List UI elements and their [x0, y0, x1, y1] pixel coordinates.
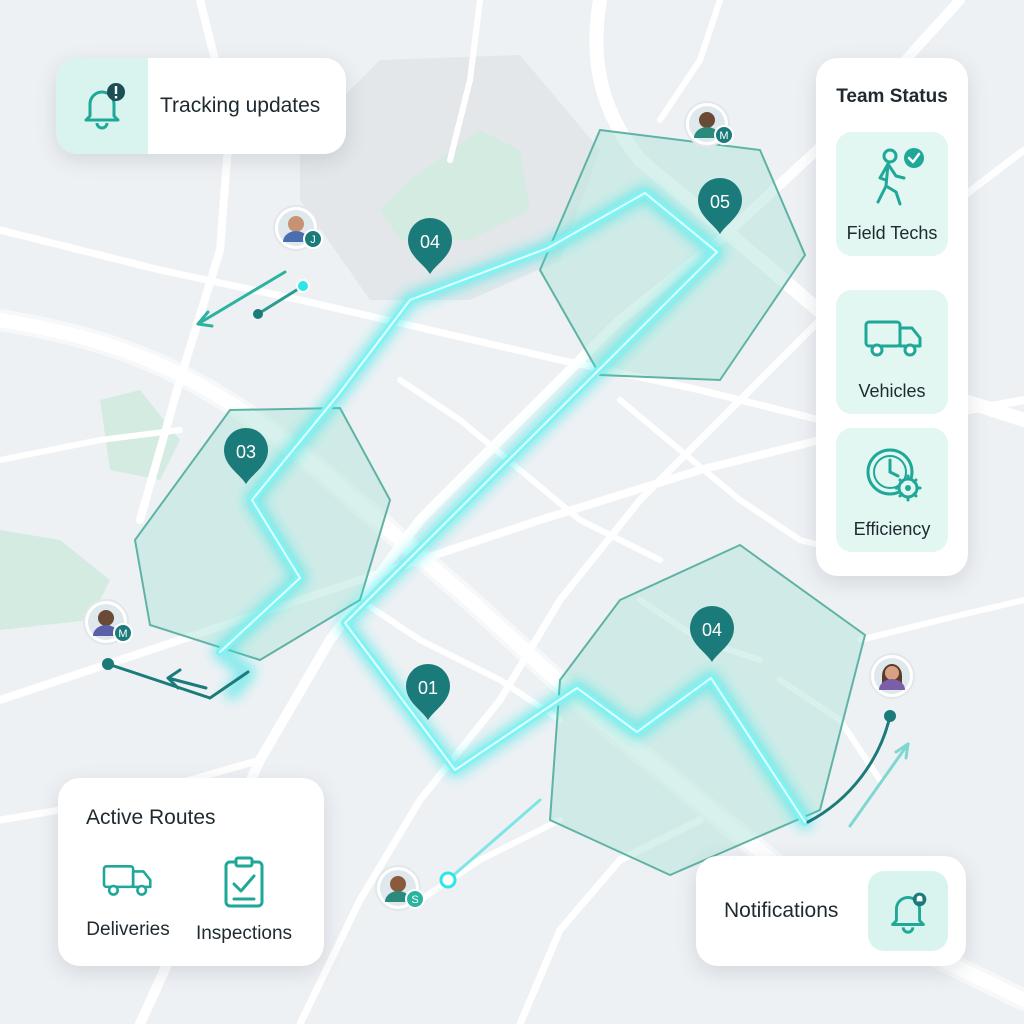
bell-alert-icon: [84, 83, 125, 130]
stop-pin[interactable]: 04: [690, 606, 734, 662]
clock-gear-icon: [866, 448, 922, 502]
tracking-updates-label: Tracking updates: [160, 94, 321, 117]
route-path: [212, 185, 813, 830]
stop-pin-label: 04: [420, 232, 440, 252]
stop-pin-label: 01: [418, 678, 438, 698]
walking-person-check-icon: [876, 148, 924, 206]
team-status-vehicles-label: Vehicles: [858, 381, 926, 401]
trail-dots: [102, 279, 896, 889]
team-status-field-techs-label: Field Techs: [846, 223, 938, 243]
stop-pin[interactable]: 03: [224, 428, 268, 484]
team-member-avatar[interactable]: S: [375, 865, 425, 911]
team-status-efficiency[interactable]: Efficiency: [836, 428, 948, 552]
bell-icon: [891, 892, 927, 934]
active-routes-panel: Active Routes Deliveries Inspections: [58, 778, 324, 966]
truck-icon: [102, 865, 152, 896]
team-member-avatar[interactable]: M: [83, 599, 133, 645]
notifications-card[interactable]: Notifications: [696, 856, 966, 966]
clipboard-check-icon: [224, 856, 264, 908]
team-member-avatar[interactable]: [869, 653, 915, 699]
truck-icon: [864, 320, 922, 357]
active-routes-deliveries[interactable]: Deliveries: [68, 856, 188, 941]
stop-pin-label: 05: [710, 192, 730, 212]
stop-pin-label: 03: [236, 442, 256, 462]
park-areas: [0, 55, 600, 630]
avatar-badge: M: [118, 628, 127, 640]
avatar-badge: M: [719, 130, 728, 142]
avatar-badge: S: [411, 894, 418, 906]
stop-pin[interactable]: 05: [698, 178, 742, 234]
team-status-panel: Team Status Field Techs Vehicles Efficie…: [816, 58, 968, 576]
team-status-field-techs[interactable]: Field Techs: [836, 132, 948, 256]
stop-pin-label: 04: [702, 620, 722, 640]
team-status-vehicles[interactable]: Vehicles: [836, 290, 948, 414]
active-routes-title: Active Routes: [86, 806, 216, 829]
notifications-icon-tile[interactable]: [868, 871, 948, 951]
tracking-icon-tile: [56, 58, 148, 154]
active-routes-inspections[interactable]: Inspections: [184, 856, 304, 945]
tracking-updates-card[interactable]: Tracking updates: [56, 58, 346, 154]
inspections-label: Inspections: [195, 923, 293, 944]
deliveries-label: Deliveries: [86, 919, 170, 940]
team-status-title: Team Status: [836, 86, 948, 107]
team-member-avatar[interactable]: J: [273, 205, 323, 251]
stop-pin[interactable]: 04: [408, 218, 452, 274]
stop-pin[interactable]: 01: [406, 664, 450, 720]
team-member-avatar[interactable]: M: [684, 101, 734, 147]
notifications-label: Notifications: [724, 899, 839, 922]
avatar-badge: J: [310, 234, 316, 246]
teammate-trails: [106, 270, 910, 882]
team-status-efficiency-label: Efficiency: [853, 519, 931, 539]
